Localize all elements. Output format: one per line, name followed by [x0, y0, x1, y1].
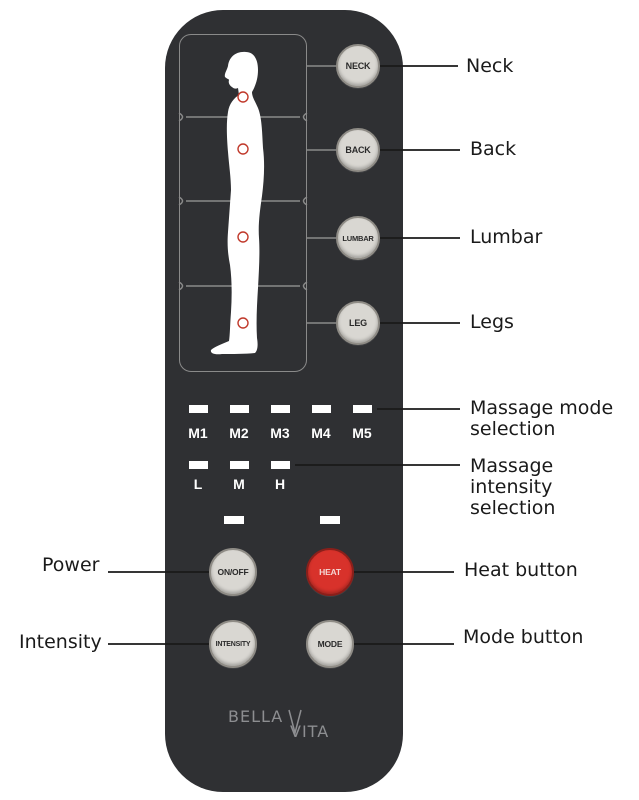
intensity-label-h: H: [274, 476, 286, 492]
leg-button[interactable]: LEG: [336, 301, 380, 345]
mode-label-m4: M4: [311, 425, 331, 441]
lumbar-button[interactable]: LUMBAR: [336, 216, 380, 260]
mode-label-m5: M5: [352, 425, 372, 441]
bella-vita-logo: BELLA VITA: [228, 707, 338, 743]
intensity-label-m: M: [233, 476, 245, 492]
back-zone-marker: [237, 143, 249, 155]
zone-markers: [237, 91, 249, 329]
logo-text-vita: VITA: [290, 722, 330, 741]
neck-button[interactable]: NECK: [336, 44, 380, 88]
logo-chevron: [288, 709, 302, 735]
mode-led-m5: [353, 405, 372, 413]
mode-led-m2: [230, 405, 249, 413]
intensity-led-h: [271, 461, 290, 469]
massage-intensity-callout-line2: selection: [470, 497, 556, 519]
heat-indicator-led: [320, 516, 340, 524]
power-indicator-led: [224, 516, 244, 524]
legs-callout: Legs: [470, 311, 514, 333]
lumbar-zone-marker: [237, 231, 249, 243]
massage-intensity-callout: Massage intensity selection: [470, 456, 639, 519]
mode-button[interactable]: MODE: [306, 620, 354, 668]
intensity-button[interactable]: INTENSITY: [209, 620, 257, 668]
intensity-callout: Intensity: [19, 631, 102, 653]
intensity-led-m: [230, 461, 249, 469]
back-callout: Back: [470, 138, 517, 160]
neck-zone-marker: [237, 91, 249, 103]
body-zone-panel: [179, 34, 307, 372]
intensity-label-l: L: [193, 476, 203, 492]
mode-led-m3: [271, 405, 290, 413]
back-button[interactable]: BACK: [336, 128, 380, 172]
logo-text-bella: BELLA: [228, 707, 284, 726]
intensity-led-l: [189, 461, 208, 469]
neck-callout: Neck: [466, 55, 514, 77]
mode-label-m1: M1: [188, 425, 208, 441]
leg-zone-marker: [237, 317, 249, 329]
on-off-button[interactable]: ON/OFF: [209, 548, 257, 596]
lumbar-callout: Lumbar: [470, 226, 543, 248]
massage-mode-callout-line1: Massage mode: [470, 397, 614, 419]
heat-button-callout: Heat button: [464, 559, 578, 581]
mode-button-callout: Mode button: [463, 626, 584, 648]
mode-label-m3: M3: [270, 425, 290, 441]
mode-label-m2: M2: [229, 425, 249, 441]
massage-intensity-callout-line1: Massage intensity: [470, 455, 554, 498]
zone-dividers: [178, 65, 336, 324]
heat-button[interactable]: HEAT: [306, 548, 354, 596]
mode-led-m4: [312, 405, 331, 413]
power-callout: Power: [42, 554, 100, 576]
massage-mode-callout-line2: selection: [470, 418, 556, 440]
massage-mode-callout: Massage mode selection: [470, 398, 613, 440]
human-silhouette: [210, 51, 265, 355]
mode-led-m1: [189, 405, 208, 413]
